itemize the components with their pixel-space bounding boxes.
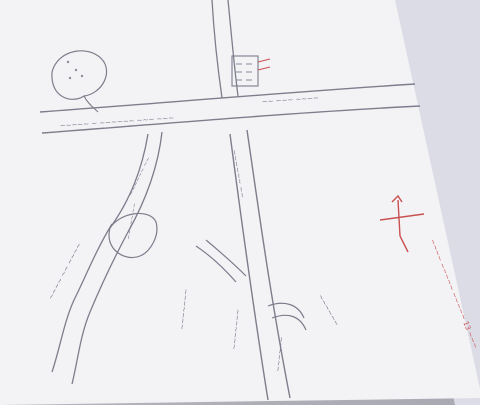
pond-shape	[51, 50, 108, 100]
main-road-left-edge	[229, 133, 269, 401]
north-road-left-edge	[211, 0, 223, 99]
north-road	[211, 0, 239, 99]
compass-icon	[379, 194, 425, 253]
label-top-road-right: ~~ ~~~ ~~~~	[262, 94, 320, 106]
building-near-junction	[231, 55, 271, 87]
diagonal-road	[109, 131, 163, 233]
red-mark	[257, 58, 271, 71]
horizontal-road-bottom-edge	[41, 105, 421, 134]
river-right-bank	[71, 231, 129, 385]
north-road-right-edge	[227, 0, 239, 97]
stream	[195, 239, 247, 283]
main-vertical-road	[229, 129, 291, 401]
pond-marks	[66, 60, 84, 80]
lower-stream	[267, 302, 307, 331]
main-road-right-edge	[246, 129, 291, 399]
center-enclosure	[108, 212, 158, 259]
label-lower-3: ~~~~~~	[274, 336, 286, 372]
river	[51, 223, 129, 385]
river-left-bank	[51, 223, 113, 373]
